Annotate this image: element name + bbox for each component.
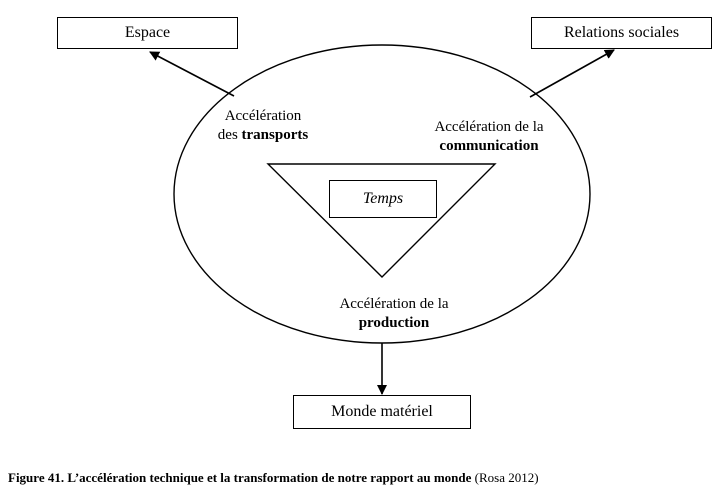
communication-line2: communication	[414, 137, 564, 156]
time-box: Temps	[329, 180, 437, 218]
transports-label: Accélération des transports	[208, 107, 318, 145]
production-line1: Accélération de la	[339, 296, 449, 312]
caption-citation: (Rosa 2012)	[471, 470, 539, 485]
communication-label: Accélération de la communication	[414, 118, 564, 156]
transports-line2: des transports	[217, 127, 309, 143]
space-box: Espace	[57, 17, 238, 49]
time-triangle	[266, 163, 497, 278]
communication-bold: communication	[439, 138, 539, 154]
material-world-box: Monde matériel	[293, 395, 471, 429]
caption-title: Figure 41. L’accélération technique et l…	[8, 470, 472, 485]
time-label: Temps	[362, 190, 404, 207]
communication-line1: Accélération de la	[434, 119, 544, 135]
figure-caption: Figure 41. L’accélération technique et l…	[8, 470, 539, 486]
production-bold: production	[358, 315, 430, 331]
production-label: Accélération de la production	[319, 295, 469, 333]
social-relations-box: Relations sociales	[531, 17, 712, 49]
arrow-to-social-relations	[529, 49, 615, 98]
production-line2: production	[319, 314, 469, 333]
transports-bold: transports	[241, 127, 309, 143]
arrow-to-space	[149, 51, 235, 97]
transports-line1: Accélération	[224, 108, 302, 124]
